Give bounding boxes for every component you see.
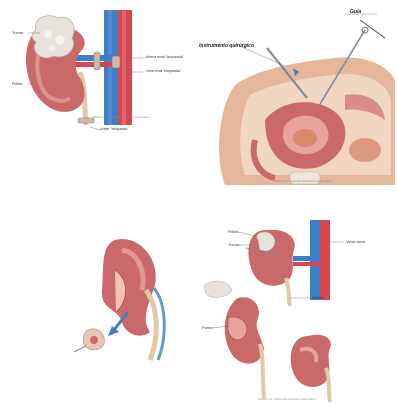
credit-panel1: ADAM, Inc. Todos los derechos reservados…: [92, 116, 150, 119]
vessel-clamp: [94, 52, 100, 70]
label-suture: Punto: [202, 326, 212, 330]
credit-panel2: ADAM, Inc. Todos los derechos reservados…: [273, 180, 331, 183]
panel-kidney-tumor-vessels: Tumor Riñón Arteria renal "bloqueada" Ve…: [0, 0, 170, 140]
panel-tumor-removal: [70, 230, 180, 365]
credit-panel4: ADAM, Inc. Todos los derechos reservados…: [258, 398, 316, 401]
label-blocked-artery: Arteria renal "bloqueada": [146, 56, 184, 59]
kidney-tumor-illustration: [0, 0, 170, 140]
label-kidney-2: Riñón: [228, 230, 238, 234]
label-kidney: Riñón: [12, 82, 22, 86]
tumor-mass: [32, 16, 74, 58]
label-ureter-2: Uréter: [312, 296, 323, 300]
panel-laparoscopic-section: Instrumento quirúrgico Guía ADAM, Inc. T…: [195, 0, 398, 195]
renal-vein: [72, 55, 112, 61]
panel-kidney-reconstruction: Riñón Tumor Vena cava Uréter Punto ADAM,…: [198, 218, 398, 406]
label-tumor: Tumor: [12, 31, 23, 35]
tumor-removed-2: [204, 281, 232, 297]
aorta-vessel-2: [320, 220, 330, 300]
label-blocked-vein: Vena renal "bloqueada": [146, 70, 181, 73]
label-blocked-ureter: Uréter "bloqueado": [100, 128, 129, 131]
tumor-removal-illustration: [70, 230, 180, 365]
label-vena-cava: Vena cava: [346, 240, 365, 244]
abdomen-cross-section-illustration: [195, 0, 398, 195]
label-surgical-instrument: Instrumento quirúrgico: [199, 44, 254, 49]
kidney-sutured: [291, 335, 331, 387]
label-guide: Guía: [350, 10, 361, 15]
label-tumor-2: Tumor: [228, 243, 239, 247]
